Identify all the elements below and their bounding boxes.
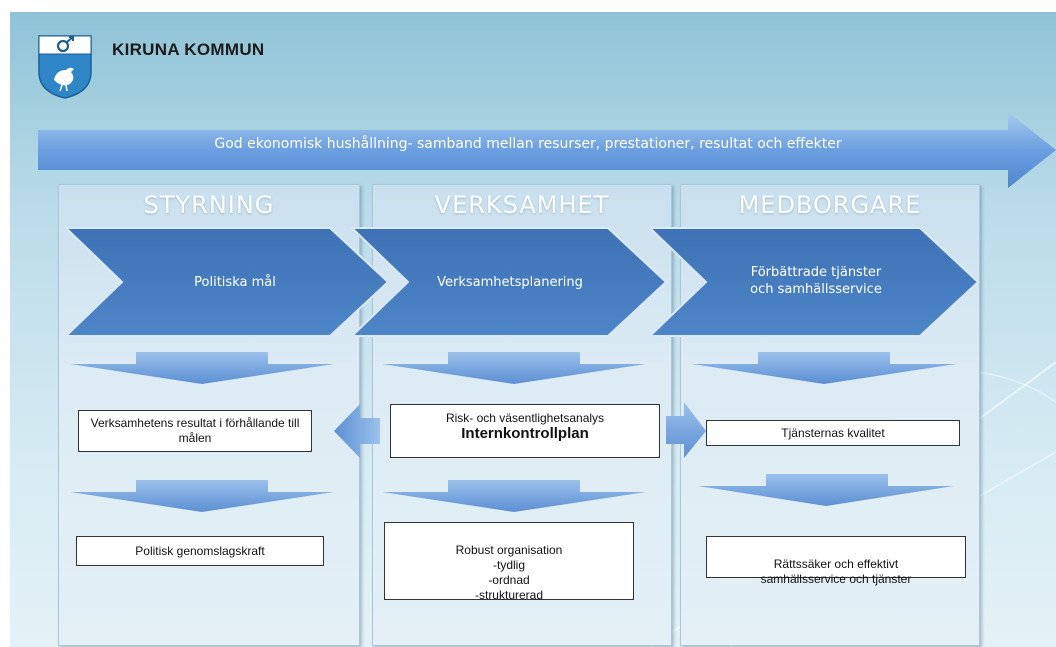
box-text-risk: Risk- och väsentlighetsanalys bbox=[445, 411, 605, 425]
chevron-label-forbattrade-tjanster: Förbättrade tjänster och samhällsservice bbox=[750, 265, 882, 297]
organization-name: KIRUNA KOMMUN bbox=[112, 40, 265, 59]
box-risk-analys-internkontrollplan: Risk- och väsentlighetsanalys Internkont… bbox=[390, 404, 660, 458]
box-text: Politisk genomslagskraft bbox=[135, 544, 265, 558]
box-text: Robust organisation -tydlig -ordnad -str… bbox=[455, 543, 563, 602]
box-robust-organisation: Robust organisation -tydlig -ordnad -str… bbox=[384, 522, 634, 602]
banner-arrow bbox=[38, 112, 1056, 188]
banner-text: God ekonomisk hushållning- samband mella… bbox=[214, 136, 842, 152]
box-text: Verksamhetens resultat i förhållande til… bbox=[90, 416, 300, 445]
chevron-label-verksamhetsplanering: Verksamhetsplanering bbox=[437, 275, 583, 290]
box-politisk-genomslagskraft: Politisk genomslagskraft bbox=[76, 536, 324, 566]
box-text: Tjänsternas kvalitet bbox=[781, 426, 885, 440]
kiruna-coat-of-arms-logo bbox=[38, 35, 92, 99]
box-text: Rättssäker och effektivt samhällsservice… bbox=[760, 557, 912, 586]
chevron-label-politiska-mal: Politiska mål bbox=[194, 275, 276, 290]
box-verksamhetens-resultat: Verksamhetens resultat i förhållande til… bbox=[78, 410, 312, 452]
column-title-medborgare: MEDBORGARE bbox=[738, 191, 922, 219]
box-text-internkontrollplan: Internkontrollplan bbox=[461, 425, 589, 442]
column-title-verksamhet: VERKSAMHET bbox=[434, 191, 610, 219]
slide: KIRUNA KOMMUN God ekonomisk hushållning-… bbox=[10, 12, 1056, 647]
column-title-styrning: STYRNING bbox=[143, 191, 275, 219]
box-rattssaker-samhallsservice: Rättssäker och effektivt samhällsservice… bbox=[706, 536, 966, 586]
box-tjansternas-kvalitet: Tjänsternas kvalitet bbox=[706, 420, 960, 446]
